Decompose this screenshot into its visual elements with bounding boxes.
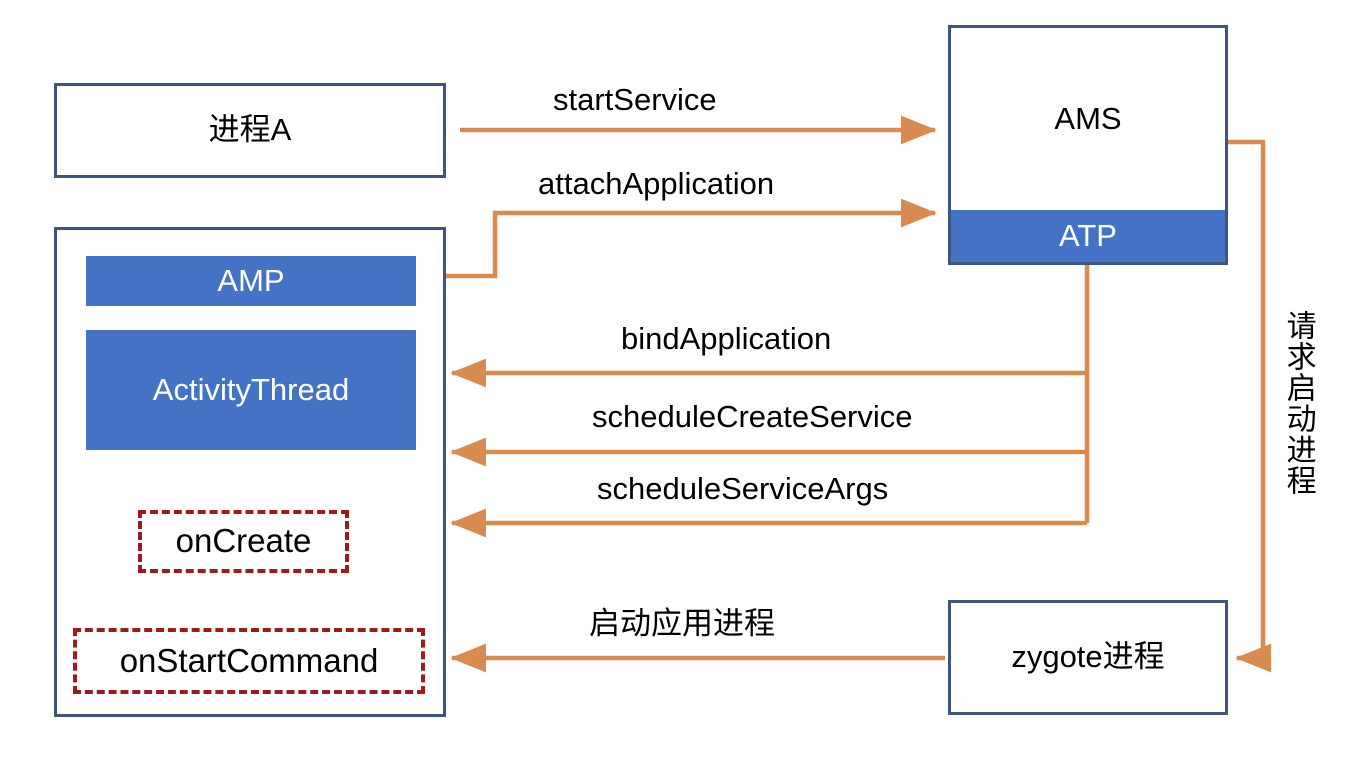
edge-label-attach-application: attachApplication (538, 166, 775, 201)
arrow-request-start-process (1228, 139, 1272, 673)
edge-label-start-service: startService (553, 82, 717, 117)
node-amp-label: AMP (217, 262, 285, 298)
node-ams-label: AMS (1054, 100, 1122, 136)
arrow-attach-application (443, 198, 937, 279)
node-atp-label: ATP (1059, 217, 1117, 253)
node-on-create[interactable]: onCreate (138, 510, 349, 573)
node-on-start-command-label: onStartCommand (119, 641, 379, 679)
node-atp[interactable]: ATP (951, 210, 1225, 262)
node-ams[interactable]: AMS ATP (948, 25, 1228, 265)
node-app-process-container[interactable]: AMP ActivityThread onCreate onStartComma… (54, 227, 446, 717)
node-zygote-label: zygote进程 (1011, 639, 1165, 675)
edge-label-schedule-service-args: scheduleServiceArgs (597, 471, 889, 506)
node-on-start-command[interactable]: onStartCommand (73, 628, 425, 694)
node-process-a[interactable]: 进程A (54, 83, 446, 178)
node-process-a-label: 进程A (208, 112, 292, 148)
edge-label-schedule-create-service: scheduleCreateService (592, 399, 913, 434)
node-zygote[interactable]: zygote进程 (948, 600, 1228, 715)
node-amp[interactable]: AMP (86, 256, 416, 306)
edge-label-start-app-process: 启动应用进程 (589, 606, 775, 641)
node-activity-thread[interactable]: ActivityThread (86, 330, 416, 450)
node-on-create-label: onCreate (175, 522, 312, 560)
edge-label-request-start-process: 请求启动进程 (1281, 310, 1315, 496)
node-activity-thread-label: ActivityThread (152, 371, 350, 407)
edge-label-bind-application: bindApplication (621, 321, 832, 356)
